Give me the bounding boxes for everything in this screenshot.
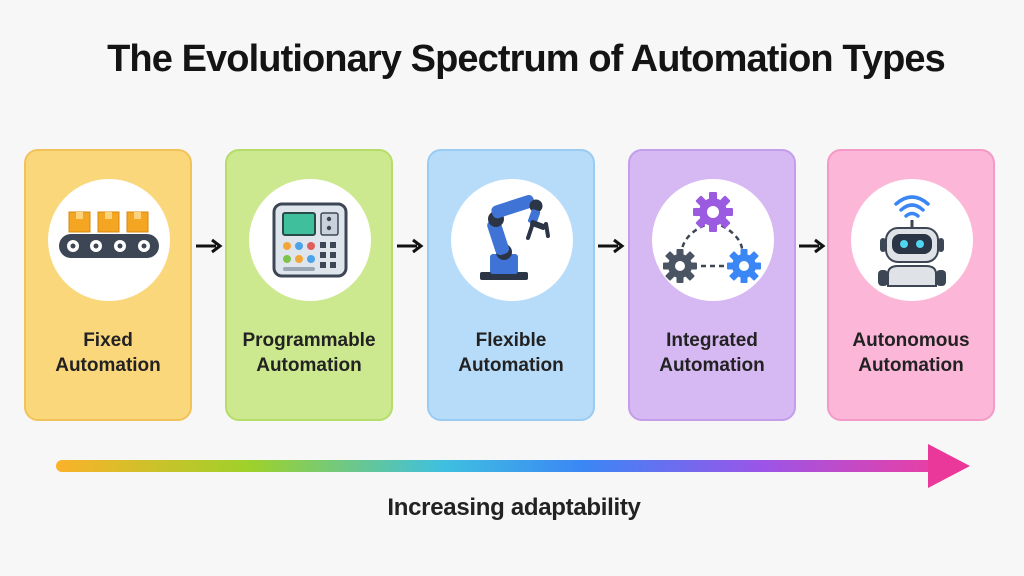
control-panel-icon [272, 202, 348, 278]
stage-label: Integrated Automation [630, 328, 794, 378]
icon-circle [451, 179, 573, 301]
gradient-arrowhead [928, 444, 970, 488]
arrow-right-icon [196, 238, 223, 254]
connected-gears-icon [663, 192, 761, 283]
stage-card-programmable: Programmable Automation [225, 149, 393, 421]
icon-circle [851, 179, 973, 301]
page-title: The Evolutionary Spectrum of Automation … [107, 38, 946, 80]
arrow-right-icon [397, 238, 424, 254]
adaptability-caption: Increasing adaptability [387, 494, 641, 521]
conveyor-belt-icon [59, 211, 159, 258]
arrow-right-icon [598, 238, 625, 254]
arrow-right-icon [799, 238, 826, 254]
stage-label-line1: Flexible [475, 330, 547, 351]
wireless-robot-icon [878, 195, 946, 287]
stage-label: Fixed Automation [26, 328, 190, 378]
stage-label-line1: Integrated [666, 330, 758, 351]
icon-circle [249, 179, 371, 301]
stage-label-line2: Automation [458, 355, 564, 376]
stage-label-line2: Automation [858, 355, 964, 376]
stage-label-line1: Autonomous [852, 330, 970, 351]
stage-label-line1: Programmable [242, 330, 376, 351]
stage-label-line2: Automation [256, 355, 362, 376]
stage-label: Flexible Automation [429, 328, 593, 378]
stage-label-line2: Automation [659, 355, 765, 376]
stage-label: Autonomous Automation [829, 328, 993, 378]
icon-circle [652, 179, 774, 301]
stage-label-line1: Fixed [83, 330, 133, 351]
stage-card-fixed: Fixed Automation [24, 149, 192, 421]
icon-circle [48, 179, 170, 301]
stage-card-integrated: Integrated Automation [628, 149, 796, 421]
robotic-arm-icon [480, 194, 550, 280]
stage-card-autonomous: Autonomous Automation [827, 149, 995, 421]
stage-card-flexible: Flexible Automation [427, 149, 595, 421]
stage-label-line2: Automation [55, 355, 161, 376]
stage-label: Programmable Automation [227, 328, 391, 378]
gradient-shaft [56, 460, 936, 472]
